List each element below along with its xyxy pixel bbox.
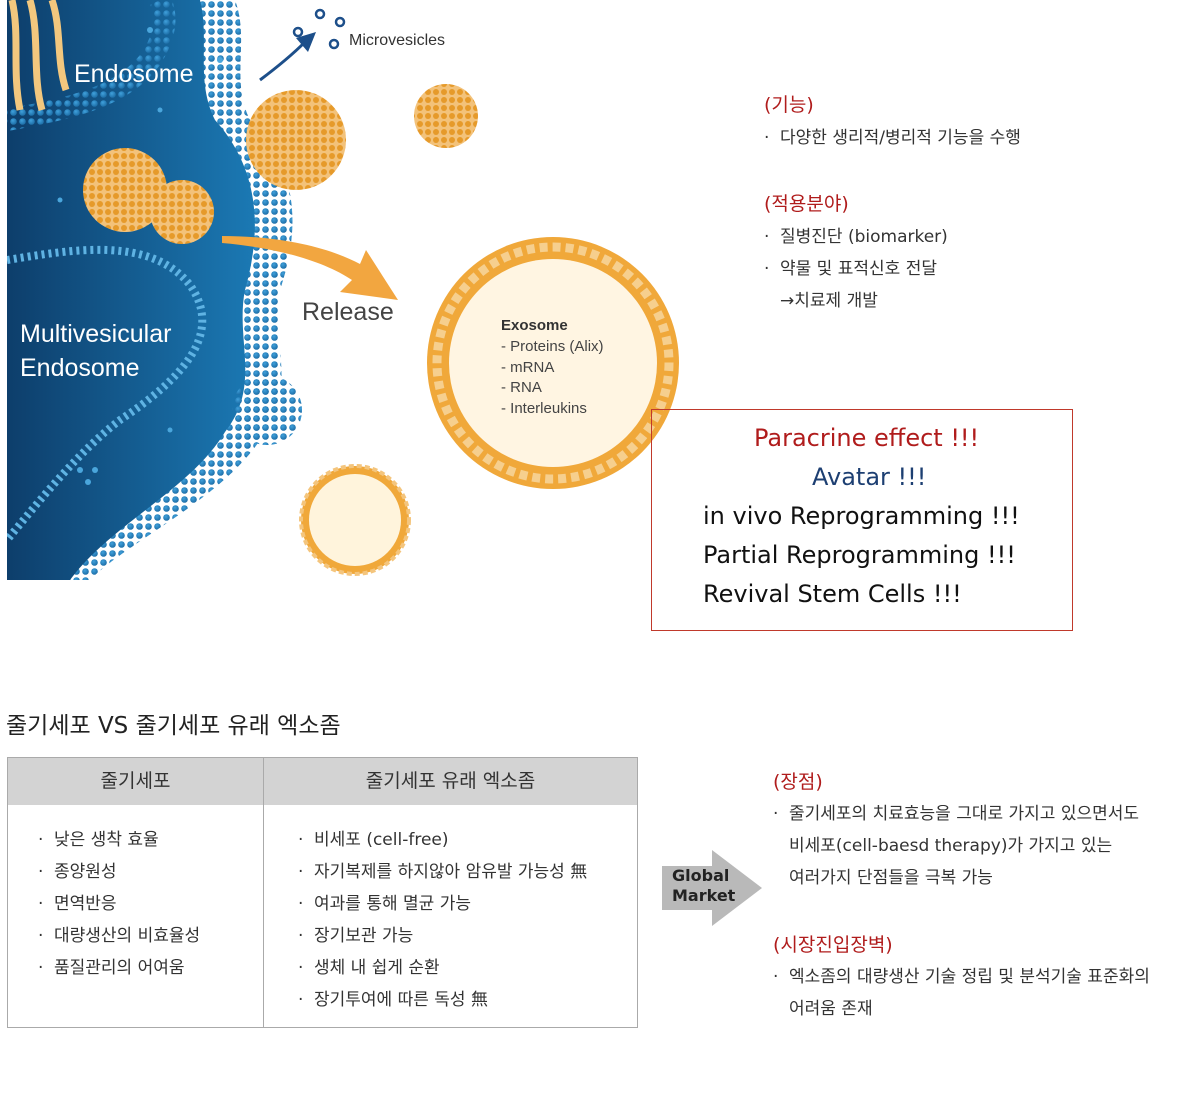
application-item: →치료제 개발 xyxy=(780,291,878,311)
advantages-header: (장점) xyxy=(773,771,823,793)
invivo-reprogramming-text: in vivo Reprogramming !!! xyxy=(703,502,1020,530)
column-divider xyxy=(263,758,264,1027)
list-item: ·종양원성 xyxy=(38,862,117,882)
list-item: ·낮은 생착 효율 xyxy=(38,830,159,850)
stem-cell-column: ·낮은 생착 효율 ·종양원성 ·면역반응 ·대량생산의 비효율성 ·품질관리의… xyxy=(38,824,200,984)
list-item: ·대량생산의 비효율성 xyxy=(38,926,201,946)
advantages-line: 여러가지 단점들을 극복 가능 xyxy=(789,868,993,888)
mvb-label-line2: Endosome xyxy=(20,354,140,382)
blue-vesicle xyxy=(232,375,302,445)
application-item: ·질병진단 (biomarker) xyxy=(764,227,948,247)
global-market-label-line1: Global xyxy=(672,866,730,885)
release-arrow xyxy=(222,236,398,300)
exosome-content-1: - Proteins (Alix) xyxy=(501,338,604,355)
microvesicle-arrowhead xyxy=(296,32,316,52)
endosome-membrane xyxy=(7,0,176,131)
effects-box: Paracrine effect !!! Avatar !!! in vivo … xyxy=(651,409,1073,631)
revival-stem-cells-text: Revival Stem Cells !!! xyxy=(703,580,962,608)
list-item: ·비세포 (cell-free) xyxy=(298,830,449,850)
budding-vesicle-b xyxy=(150,180,214,244)
exosome-biogenesis-diagram: Microvesicles Endosome Multivesicular En… xyxy=(7,0,679,580)
exosome-content-4: - Interleukins xyxy=(501,400,587,417)
advantages-line: 비세포(cell-baesd therapy)가 가지고 있는 xyxy=(789,836,1113,856)
endosome-label: Endosome xyxy=(74,60,194,88)
mvb-label-line1: Multivesicular xyxy=(20,320,171,348)
list-item: ·생체 내 쉽게 순환 xyxy=(298,958,440,978)
avatar-text: Avatar !!! xyxy=(812,463,927,491)
paracrine-effect-text: Paracrine effect !!! xyxy=(754,424,980,452)
microvesicles-label: Microvesicles xyxy=(349,32,445,49)
list-item: ·장기투여에 따른 독성 無 xyxy=(298,990,488,1010)
list-item: ·면역반응 xyxy=(38,894,117,914)
list-item: ·장기보관 가능 xyxy=(298,926,414,946)
global-market-label: Global Market xyxy=(672,866,735,906)
comparison-table: 줄기세포 줄기세포 유래 엑소좀 ·낮은 생착 효율 ·종양원성 ·면역반응 ·… xyxy=(7,757,638,1028)
function-item: ·다양한 생리적/병리적 기능을 수행 xyxy=(764,128,1021,148)
column-header-stem-cell: 줄기세포 xyxy=(8,758,263,805)
exosome xyxy=(427,237,679,489)
comparison-title: 줄기세포 VS 줄기세포 유래 엑소좀 xyxy=(6,713,341,739)
exosome-content-2: - mRNA xyxy=(501,359,554,376)
list-item: ·자기복제를 하지않아 암유발 가능성 無 xyxy=(298,862,588,882)
list-item: ·여과를 통해 멸균 가능 xyxy=(298,894,471,914)
release-label: Release xyxy=(302,298,394,326)
golgi-stripes xyxy=(8,0,70,111)
global-market-arrow-icon xyxy=(662,850,762,926)
global-market-label-line2: Market xyxy=(672,886,736,905)
barriers-line: 어려움 존재 xyxy=(789,999,873,1019)
barriers-line: ·엑소좀의 대량생산 기술 정립 및 분석기술 표준화의 xyxy=(773,967,1150,987)
function-header: (기능) xyxy=(764,94,814,116)
cell-particles xyxy=(57,27,223,485)
microvesicle-arrow xyxy=(259,40,307,82)
cell-body xyxy=(7,0,255,580)
vesicle-top xyxy=(246,90,346,190)
column-header-exosome: 줄기세포 유래 엑소좀 xyxy=(264,758,637,805)
free-vesicle-small xyxy=(414,84,478,148)
exosome-title: Exosome xyxy=(501,317,568,334)
exosome-column: ·비세포 (cell-free) ·자기복제를 하지않아 암유발 가능성 無 ·… xyxy=(298,824,587,1016)
microvesicle-dots xyxy=(292,8,346,50)
budding-vesicle-a xyxy=(83,148,167,232)
advantages-line: ·줄기세포의 치료효능을 그대로 가지고 있으면서도 xyxy=(773,804,1140,824)
mvb-membrane xyxy=(7,245,207,543)
partial-reprogramming-text: Partial Reprogramming !!! xyxy=(703,541,1016,569)
barriers-header: (시장진입장벽) xyxy=(773,934,893,956)
application-item: ·약물 및 표적신호 전달 xyxy=(764,259,937,279)
exosome-content-3: - RNA xyxy=(501,379,542,396)
application-header: (적용분야) xyxy=(764,193,849,215)
list-item: ·품질관리의 어여움 xyxy=(38,958,185,978)
free-vesicle-bottom xyxy=(299,464,411,576)
